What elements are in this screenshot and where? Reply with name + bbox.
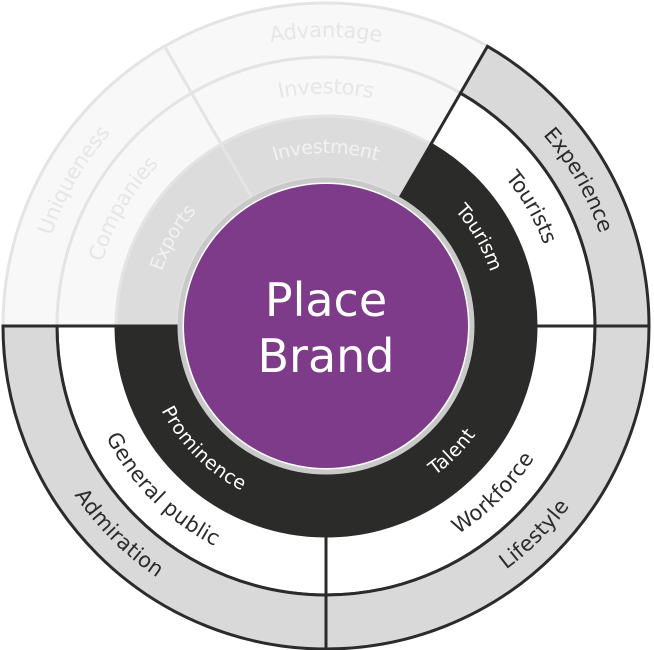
center-title-line2: Brand [257, 329, 394, 383]
middle-label-investors: Investors [276, 74, 376, 103]
center-circle [184, 184, 468, 468]
outer-segment-uniqueness [1, 44, 194, 328]
center-title-line1: Place [265, 273, 387, 327]
outer-segment-admiration [1, 324, 328, 650]
label-text: Investors [276, 74, 376, 103]
